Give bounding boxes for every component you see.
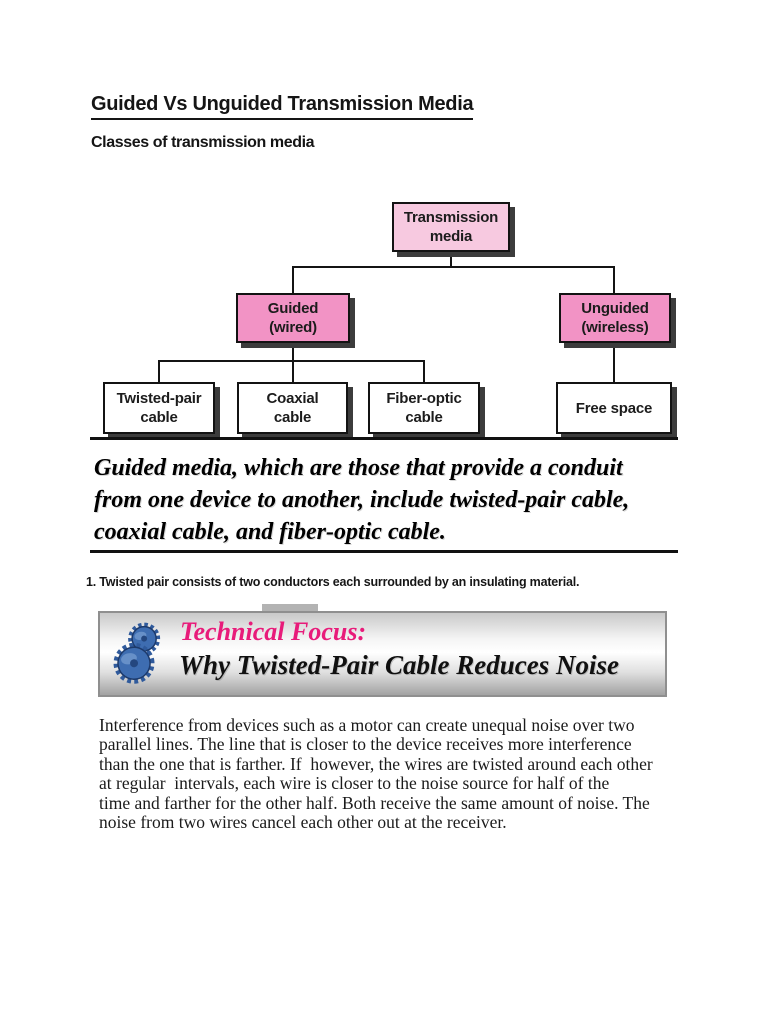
node-fiber-optic-cable: Fiber-optic cable [368, 382, 480, 434]
quote-line: from one device to another, include twis… [94, 487, 630, 513]
connector-mid-horizontal [158, 360, 425, 362]
connector-to-unguided [613, 266, 615, 293]
twisted-pair-note: 1. Twisted pair consists of two conducto… [86, 575, 580, 589]
quote-line: Guided media, which are those that provi… [94, 455, 623, 481]
paragraph-line: noise from two wires cancel each other o… [99, 812, 507, 833]
scan-artifact [262, 604, 318, 612]
technical-focus-title: Technical Focus: [180, 617, 367, 646]
guided-media-quote: Guided media, which are those that provi… [94, 452, 629, 548]
section-heading: Classes of transmission media [91, 134, 315, 151]
node-label: Unguided [581, 300, 649, 317]
node-guided: Guided (wired) [236, 293, 350, 343]
connector-to-twisted-pair [158, 360, 160, 382]
node-twisted-pair-cable: Twisted-pair cable [103, 382, 215, 434]
node-label: media [429, 228, 473, 245]
quote-line: coaxial cable, and fiber-optic cable. [94, 519, 446, 545]
connector-top-horizontal [292, 266, 615, 268]
paragraph-line: time and farther for the other half. Bot… [99, 792, 650, 813]
paragraph-line: at regular intervals, each wire is close… [99, 773, 610, 794]
divider-top [90, 437, 678, 440]
connector-transmission-down [450, 252, 452, 268]
node-transmission-media: Transmission media [392, 202, 510, 252]
connector-guided-down [292, 343, 294, 382]
node-label: Coaxial [266, 390, 319, 407]
gears-icon [113, 622, 161, 684]
paragraph-line: Interference from devices such as a moto… [99, 715, 635, 735]
technical-focus-subtitle: Why Twisted-Pair Cable Reduces Noise [179, 650, 619, 680]
divider-bottom [90, 550, 678, 553]
node-unguided: Unguided (wireless) [559, 293, 671, 343]
connector-to-guided [292, 266, 294, 293]
node-label: (wired) [269, 319, 317, 336]
page-title: Guided Vs Unguided Transmission Media [91, 93, 474, 120]
node-label: cable [405, 409, 443, 426]
node-label: cable [273, 409, 312, 426]
node-free-space: Free space [556, 382, 672, 434]
node-label: cable [140, 409, 178, 426]
node-label: Transmission [403, 209, 499, 226]
technical-focus-banner: Technical Focus: Why Twisted-Pair Cable … [98, 611, 667, 697]
node-coaxial-cable: Coaxial cable [237, 382, 348, 434]
node-label: Free space [575, 399, 653, 417]
node-label: Fiber-optic [386, 390, 462, 407]
node-label: Twisted-pair [116, 390, 202, 407]
body-paragraph: Interference from devices such as a moto… [99, 715, 653, 833]
node-label: Guided [267, 300, 319, 317]
connector-to-free-space [613, 343, 615, 382]
paragraph-line: than the one that is farther. If however… [99, 753, 653, 774]
connector-to-fiber-optic [423, 360, 425, 382]
node-label: (wireless) [581, 319, 649, 336]
paragraph-line: parallel lines. The line that is closer … [99, 734, 632, 755]
